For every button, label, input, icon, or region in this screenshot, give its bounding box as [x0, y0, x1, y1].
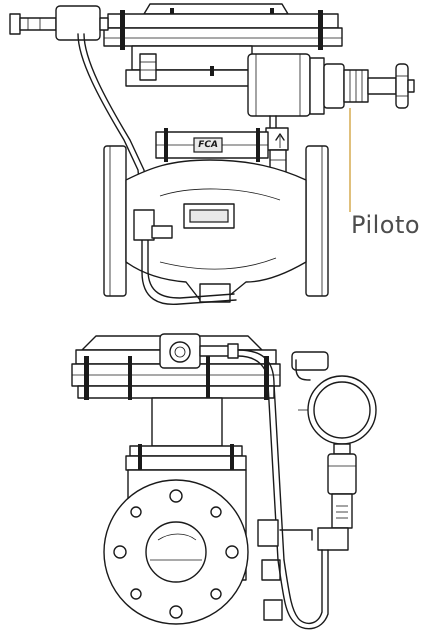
- top-flange: [107, 13, 339, 29]
- valve-body: [125, 159, 307, 301]
- lower-flange: [103, 27, 343, 47]
- sensing-tube-loop: [141, 214, 237, 306]
- flange-bolts-top: [120, 8, 323, 50]
- neck-fitting: [139, 53, 157, 81]
- side-neck: [151, 397, 223, 447]
- pilot-assembly: [247, 53, 415, 117]
- pilot-body: [247, 53, 311, 117]
- pilot-callout-label: Piloto: [351, 211, 421, 239]
- diaphragm-cover: [143, 3, 289, 15]
- outlet-flange: [305, 145, 329, 297]
- flange-bolts-side: [84, 356, 269, 400]
- flange-holes: [113, 489, 239, 619]
- valve-front-view: [9, 3, 415, 306]
- brand-badge: FCA: [197, 140, 219, 150]
- side-pilot: [291, 351, 377, 551]
- left-fitting: [9, 5, 109, 41]
- inlet-flange: [103, 145, 127, 297]
- handwheel: [395, 63, 409, 109]
- sensing-tube-left: [77, 33, 143, 216]
- pipe-bore: [145, 521, 207, 583]
- valve-side-view: [71, 333, 377, 630]
- side-top-fitting: [159, 333, 239, 369]
